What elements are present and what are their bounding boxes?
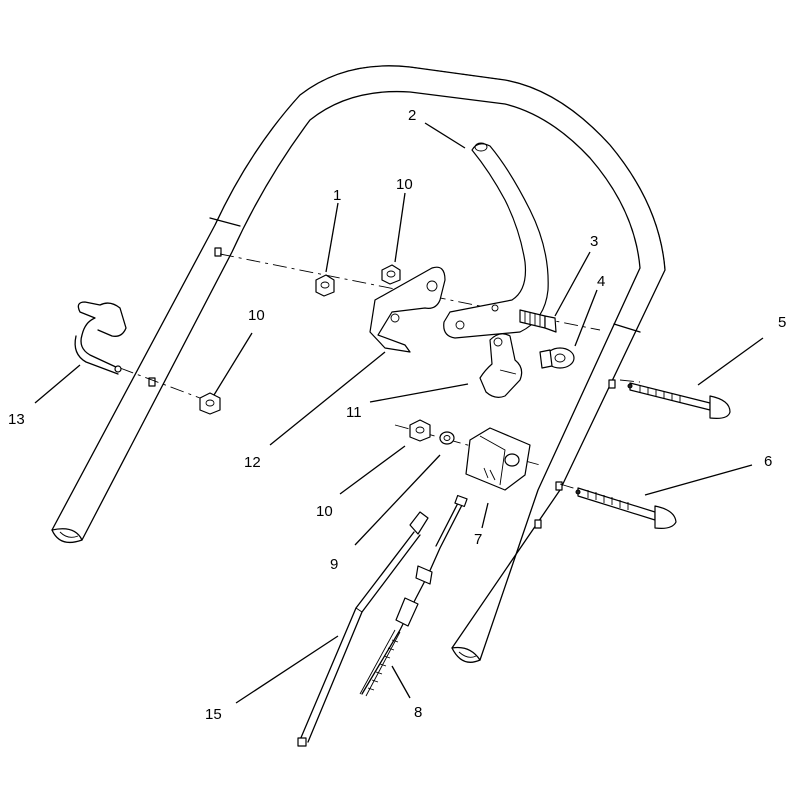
callout-6: 6 (764, 453, 772, 470)
callout-10-left: 10 (248, 307, 265, 324)
bolt-6 (575, 487, 677, 529)
nut-10-lower (409, 419, 431, 442)
handle-tube (51, 65, 666, 663)
callout-2: 2 (408, 107, 416, 124)
cable-block-7 (465, 427, 531, 491)
callout-7: 7 (474, 531, 482, 548)
callout-11: 11 (346, 404, 362, 421)
wire-hook-13 (74, 301, 127, 375)
callout-15: 15 (205, 706, 222, 723)
callout-3: 3 (590, 233, 598, 250)
bolt-3 (519, 309, 557, 333)
nut-1 (315, 274, 335, 297)
cable-8 (359, 494, 468, 697)
callout-13: 13 (8, 411, 25, 428)
callout-8: 8 (414, 704, 422, 721)
callout-5: 5 (778, 314, 786, 331)
callout-12: 12 (244, 454, 261, 471)
assembly-centerlines (119, 253, 641, 491)
bracket-12 (369, 266, 446, 353)
callout-9: 9 (330, 556, 338, 573)
latch-11 (479, 333, 523, 398)
callout-10-lower: 10 (316, 503, 333, 520)
callout-labels: 1 2 3 4 5 6 7 8 9 10 10 10 11 12 13 15 (8, 107, 786, 723)
callout-1: 1 (333, 187, 341, 204)
callout-10-top: 10 (396, 176, 413, 193)
washer-9 (439, 431, 455, 445)
nut-10-top (381, 264, 401, 285)
spacer-4 (539, 347, 575, 369)
nut-10-left (199, 392, 221, 415)
bolt-5 (627, 382, 731, 419)
leader-lines (34, 122, 764, 704)
control-lever-2 (443, 142, 549, 339)
callout-4: 4 (597, 273, 605, 290)
cable-15 (297, 511, 429, 747)
